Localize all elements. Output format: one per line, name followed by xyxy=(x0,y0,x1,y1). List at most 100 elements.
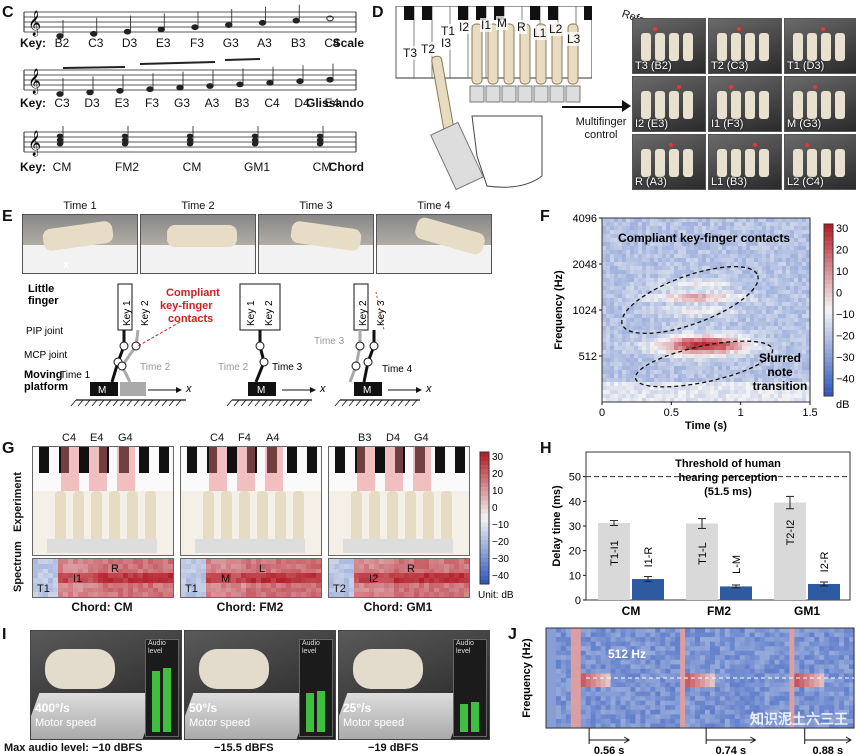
spectrogram-cell xyxy=(694,370,699,375)
spectrogram-cell xyxy=(694,250,699,255)
spectrogram-cell xyxy=(719,687,726,693)
spectrogram-cell xyxy=(610,650,617,656)
spectrum-cell xyxy=(449,578,455,583)
spectrogram-cell xyxy=(719,700,726,706)
spectrogram-cell xyxy=(714,282,719,287)
spectrogram-cell xyxy=(738,226,743,231)
spectrogram-cell xyxy=(550,705,557,711)
spectrum-cell xyxy=(306,592,312,597)
spectrogram-cell xyxy=(615,687,622,693)
spectrogram-cell xyxy=(646,378,651,383)
spectrum-cell xyxy=(113,592,119,597)
spectrogram-cell xyxy=(758,322,763,327)
spectrogram-cell xyxy=(754,641,761,647)
spectrogram-cell xyxy=(640,705,646,711)
spectrum-cell xyxy=(158,573,164,579)
spectrogram-cell xyxy=(829,691,835,697)
spectrogram-cell xyxy=(834,655,840,661)
spectrum-cell xyxy=(148,582,154,588)
spectrogram-cell xyxy=(726,258,731,263)
spectrum-cell xyxy=(148,568,154,574)
spectrum-cell xyxy=(221,582,227,588)
spectrogram-cell xyxy=(640,723,646,729)
spectrogram-cell xyxy=(675,646,681,652)
spectrum-cell xyxy=(256,568,262,574)
spectrum-cell xyxy=(123,582,129,588)
spectrogram-cell xyxy=(690,382,695,387)
spectrogram-cell xyxy=(754,696,761,702)
key-name: CM xyxy=(52,160,72,174)
spectrogram-cell xyxy=(605,723,612,729)
reference-thumbnail: T2 (C3) xyxy=(708,18,782,74)
spectrogram-cell xyxy=(806,382,811,387)
spectrogram-cell xyxy=(646,238,651,243)
spectrogram-cell xyxy=(666,250,671,255)
colorbar-cell xyxy=(480,526,489,532)
spectrogram-cell xyxy=(654,370,659,375)
spectrogram-cell xyxy=(682,234,687,239)
spectrogram-cell xyxy=(782,250,787,255)
spectrogram-cell xyxy=(670,362,675,367)
spectrum-cell xyxy=(389,592,395,597)
spectrogram-cell xyxy=(640,646,646,652)
spectrogram-cell xyxy=(642,358,647,363)
spectrogram-cell xyxy=(759,723,766,729)
finger-shape xyxy=(683,33,693,61)
spectrogram-cell xyxy=(646,370,651,375)
spectrum-cell xyxy=(73,592,79,597)
spectrogram-cell xyxy=(742,310,747,315)
spectrogram-cell xyxy=(770,278,775,283)
spectrogram-cell xyxy=(675,700,681,706)
spectrogram-cell xyxy=(799,709,805,715)
category-label: CM xyxy=(622,604,641,618)
spectrogram-cell xyxy=(650,270,655,275)
spectrogram-cell xyxy=(794,664,800,670)
spectrum-cell xyxy=(286,582,292,588)
spectrogram-cell xyxy=(650,628,656,634)
spectrogram-cell xyxy=(714,310,719,315)
spectrogram-cell xyxy=(626,238,631,243)
spectrogram-cell xyxy=(702,386,707,391)
spectrogram-cell xyxy=(650,718,656,725)
spectrogram-cell xyxy=(670,718,676,725)
spectrum-cell xyxy=(191,563,197,569)
finger-shape xyxy=(835,91,845,119)
spectrogram-cell xyxy=(790,310,795,315)
spectrogram-cell xyxy=(742,322,747,327)
spectrogram-cell xyxy=(782,278,787,283)
spectrogram-cell xyxy=(560,696,567,702)
spectrogram-cell xyxy=(804,650,810,656)
spectrogram-cell xyxy=(706,254,711,259)
spectrogram-cell xyxy=(626,346,631,351)
spectrogram-cell xyxy=(766,222,771,227)
colorbar-cell xyxy=(824,361,833,367)
spectrogram-cell xyxy=(709,723,716,729)
spectrogram-cell xyxy=(758,226,763,231)
spectrogram-cell xyxy=(678,394,683,399)
spectrogram-cell xyxy=(602,306,607,311)
spectrogram-cell xyxy=(750,250,755,255)
spectrum-cell xyxy=(211,587,217,593)
spectrum-cell xyxy=(153,568,159,574)
colorbar-cell xyxy=(824,284,833,289)
spectrum-cell xyxy=(241,587,247,593)
spectrum-cell xyxy=(271,563,277,569)
spectrogram-cell xyxy=(685,678,691,684)
colorbar-cell xyxy=(824,258,833,263)
spectrogram-cell xyxy=(634,282,639,287)
annotation-ellipse-top xyxy=(621,265,759,335)
finger-segment xyxy=(503,23,515,85)
spectrogram-cell xyxy=(642,222,647,227)
spectrogram-cell xyxy=(654,234,659,239)
spectrogram-cell xyxy=(610,262,615,267)
spectrum-cell xyxy=(231,559,237,564)
spectrum-cell xyxy=(266,559,272,564)
spectrogram-cell xyxy=(824,628,830,634)
spectrogram-cell xyxy=(615,700,622,706)
spectrum-cell xyxy=(148,578,154,583)
spectrogram-cell xyxy=(778,222,783,227)
spectrum-cell xyxy=(311,573,317,579)
spectrogram-cell xyxy=(778,266,783,271)
spectrogram-cell xyxy=(700,659,706,665)
spectrogram-cell xyxy=(550,673,557,679)
